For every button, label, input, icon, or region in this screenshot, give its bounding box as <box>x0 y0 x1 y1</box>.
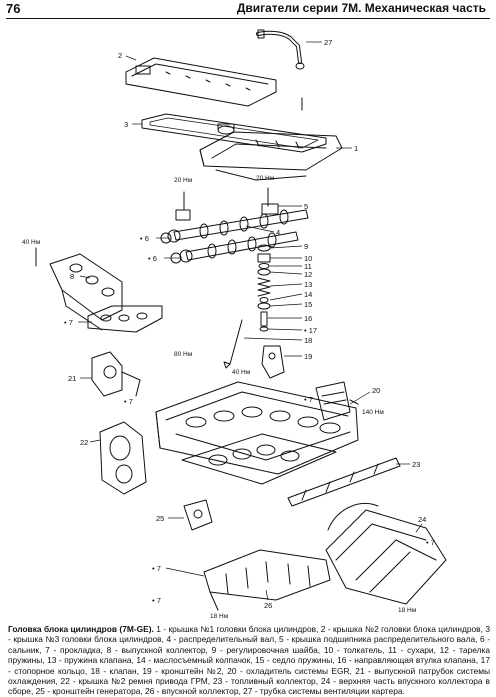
torque-label-intake-1: 18 Нм <box>210 613 229 620</box>
callout-4: 4 <box>276 228 280 237</box>
page-number: 76 <box>6 1 21 16</box>
part-bearing-caps <box>175 187 279 221</box>
callout-21: 21 <box>68 374 76 383</box>
part-bracket-2 <box>261 345 285 379</box>
callout-3: 3 <box>124 120 128 129</box>
callout-10: 10 <box>304 254 312 263</box>
torque-label-bracket: 40 Нм <box>232 369 251 376</box>
part-water-outlet <box>91 351 141 397</box>
part-exhaust-gasket <box>87 305 163 333</box>
part-cylinder-head <box>155 381 359 475</box>
leader-lines <box>78 41 423 601</box>
page-title: Двигатели серии 7М. Механическая часть <box>236 1 486 15</box>
callout-9: 9 <box>304 242 308 251</box>
callout-23: 23 <box>412 460 420 469</box>
callout-12: 12 <box>304 270 312 279</box>
callout-18: 18 <box>304 336 312 345</box>
part-head-gasket <box>181 433 337 485</box>
callout-6-lower: • 6 <box>148 254 157 263</box>
callout-1: 1 <box>354 144 358 153</box>
callout-11: 11 <box>304 262 312 271</box>
callout-17: • 17 <box>304 326 317 335</box>
callout-16: 16 <box>304 314 312 323</box>
part-fuel-rail <box>287 457 401 507</box>
callout-5: 5 <box>304 202 308 211</box>
callout-6-upper: • 6 <box>140 234 149 243</box>
callout-19: 19 <box>304 352 312 361</box>
part-ventilation-tube <box>256 29 305 70</box>
torque-label-cap-1: 20 Нм <box>174 177 193 184</box>
callout-7-outlet: • 7 <box>124 397 133 406</box>
torque-label-head-bolt: 80 Нм <box>174 351 193 358</box>
callout-7-egr: • 7 <box>304 395 313 404</box>
callout-26: 26 <box>264 601 272 610</box>
exploded-diagram: 20 Нм 20 Нм 40 Нм 80 Нм 40 Нм 140 Нм 18 … <box>6 20 490 620</box>
callout-7-exhaust: • 7 <box>64 318 73 327</box>
callout-24: 24 <box>418 515 426 524</box>
part-alternator-bracket <box>183 499 213 531</box>
callout-25: 25 <box>156 514 164 523</box>
page-header: 76 Двигатели серии 7М. Механическая част… <box>6 0 490 19</box>
caption-text: 1 - крышка №1 головки блока цилиндров, 2… <box>8 624 490 697</box>
callout-15: 15 <box>304 300 312 309</box>
callout-27: 27 <box>324 38 332 47</box>
part-timing-belt-cover <box>99 421 147 495</box>
part-camshaft-lower <box>179 231 299 263</box>
callout-20: 20 <box>372 386 380 395</box>
part-cover-gasket <box>141 113 327 153</box>
callout-13: 13 <box>304 280 312 289</box>
part-valve-train <box>223 244 271 369</box>
callout-7-intake: • 7 <box>152 564 161 573</box>
callout-2: 2 <box>118 51 122 60</box>
callout-8: 8 <box>70 272 74 281</box>
part-head-cover-2 <box>125 57 277 107</box>
torque-label-egr: 140 Нм <box>362 409 384 416</box>
callout-7-upper-intake: • 7 <box>426 538 435 547</box>
diagram-canvas: 20 Нм 20 Нм 40 Нм 80 Нм 40 Нм 140 Нм 18 … <box>22 29 447 620</box>
part-intake-manifold <box>203 549 331 611</box>
torque-label-manifold: 40 Нм <box>22 239 41 246</box>
figure-caption: Головка блока цилиндров (7M-GE). 1 - кры… <box>8 624 490 697</box>
callout-22: 22 <box>80 438 88 447</box>
torque-label-cap-2: 20 Нм <box>256 175 275 182</box>
part-camshaft-upper <box>167 209 309 243</box>
torque-label-intake-2: 18 Нм <box>398 607 417 614</box>
caption-lead: Головка блока цилиндров (7M-GE). <box>8 624 154 634</box>
part-head-cover-1 <box>199 123 343 181</box>
callout-14: 14 <box>304 290 312 299</box>
part-upper-intake-manifold <box>325 502 447 605</box>
callout-7-intake-lower: • 7 <box>152 596 161 605</box>
